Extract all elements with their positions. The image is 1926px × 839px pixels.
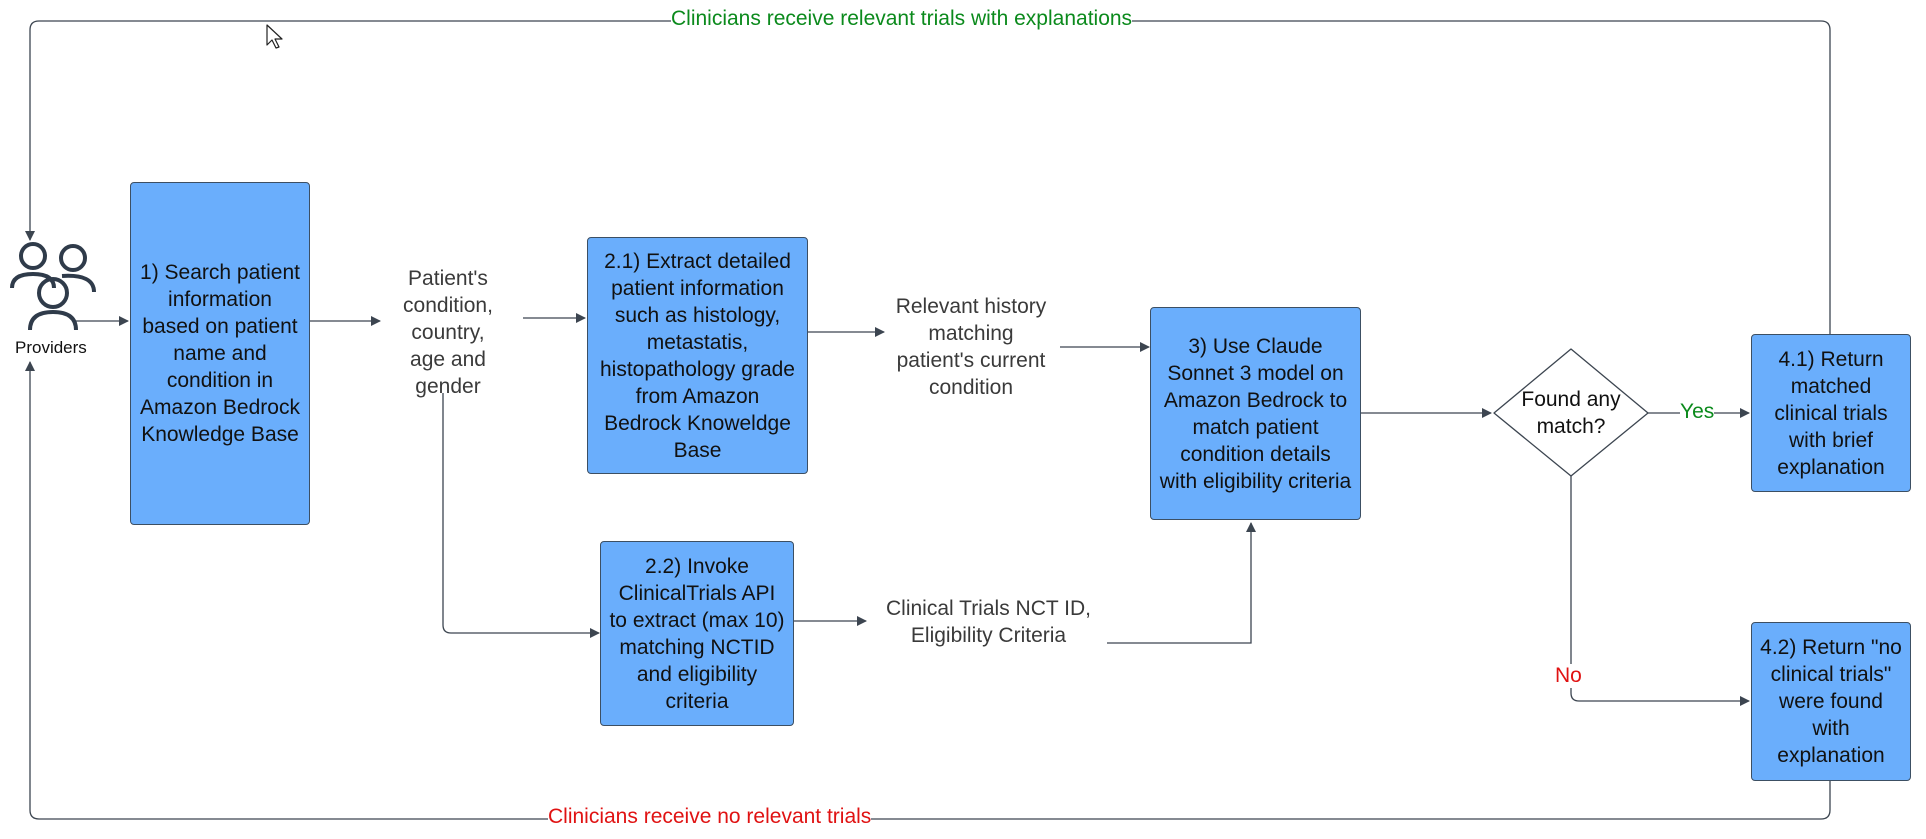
step-search-box[interactable]: 1) Search patient information based on p… [130, 182, 310, 525]
data-relevant-history-text: Relevant history matching patient's curr… [895, 295, 1047, 399]
mouse-cursor-icon [266, 24, 283, 49]
providers-label: Providers [15, 338, 87, 357]
branch-no-label: No [1555, 664, 1582, 688]
connector-decision-no [1570, 476, 1750, 706]
step-return-none-box[interactable]: 4.2) Return "no clinical trials" were fo… [1751, 622, 1911, 781]
users-group-icon [10, 242, 96, 331]
loop-top-label: Clinicians receive relevant trials with … [671, 7, 1133, 31]
decision-diamond [1493, 348, 1649, 477]
step-claude-box[interactable]: 3) Use Claude Sonnet 3 model on Amazon B… [1150, 307, 1361, 520]
connector-trials-claude [1107, 522, 1256, 644]
connector-patient-invoke [442, 393, 600, 638]
data-clinical-trials[interactable]: Clinical Trials NCT ID, Eligibility Crit… [852, 561, 1125, 682]
loop-bottom-connector [25, 361, 1831, 820]
step-extract-box[interactable]: 2.1) Extract detailed patient informatio… [587, 237, 808, 474]
data-relevant-history[interactable]: Relevant history matching patient's curr… [861, 287, 1081, 407]
data-patient-condition-text: Patient's condition, country, age and ge… [403, 267, 493, 398]
decision-label[interactable]: Found any match? [1521, 388, 1621, 438]
step-invoke-box[interactable]: 2.2) Invoke ClinicalTrials API to extrac… [600, 541, 794, 726]
step-return-matched-box[interactable]: 4.1) Return matched clinical trials with… [1751, 334, 1911, 492]
data-clinical-trials-text: Clinical Trials NCT ID, Eligibility Crit… [886, 596, 1091, 647]
loop-bottom-label: Clinicians receive no relevant trials [548, 805, 872, 829]
data-patient-condition[interactable]: Patient's condition, country, age and ge… [362, 267, 534, 398]
branch-yes-label: Yes [1680, 400, 1715, 424]
